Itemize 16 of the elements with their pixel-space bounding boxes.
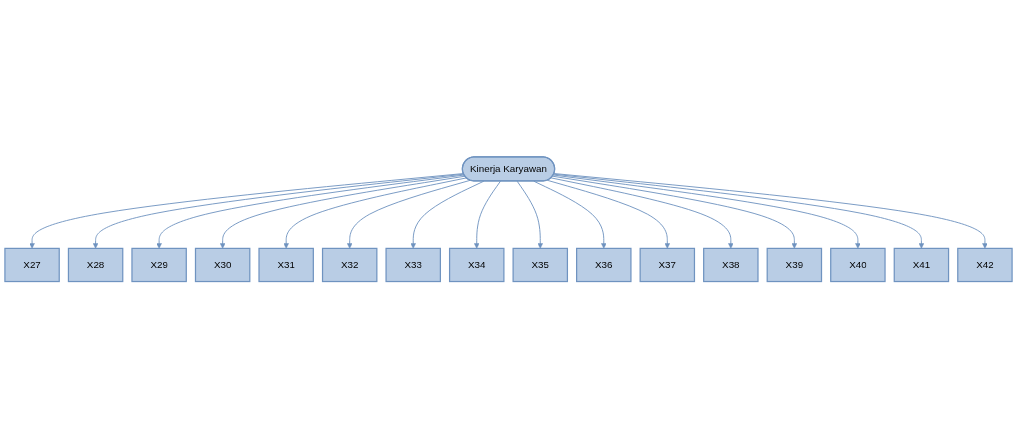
node-box: X38 [703,248,759,283]
node-box: X30 [194,248,251,283]
node-box: X42 [957,248,1013,283]
node-box: X39 [766,248,823,283]
node-box: X29 [131,248,187,283]
node-box: X31 [258,248,314,283]
node-box: X28 [67,248,124,283]
node-box: X32 [321,248,378,283]
node-box: X36 [576,248,632,283]
node-box: X37 [639,248,696,283]
node-box: X41 [893,248,950,283]
node-box: X33 [385,248,441,283]
node-box: X27 [4,248,60,283]
node-box: X34 [448,248,505,283]
node-box: X35 [512,248,569,283]
node-box: X40 [830,248,886,283]
